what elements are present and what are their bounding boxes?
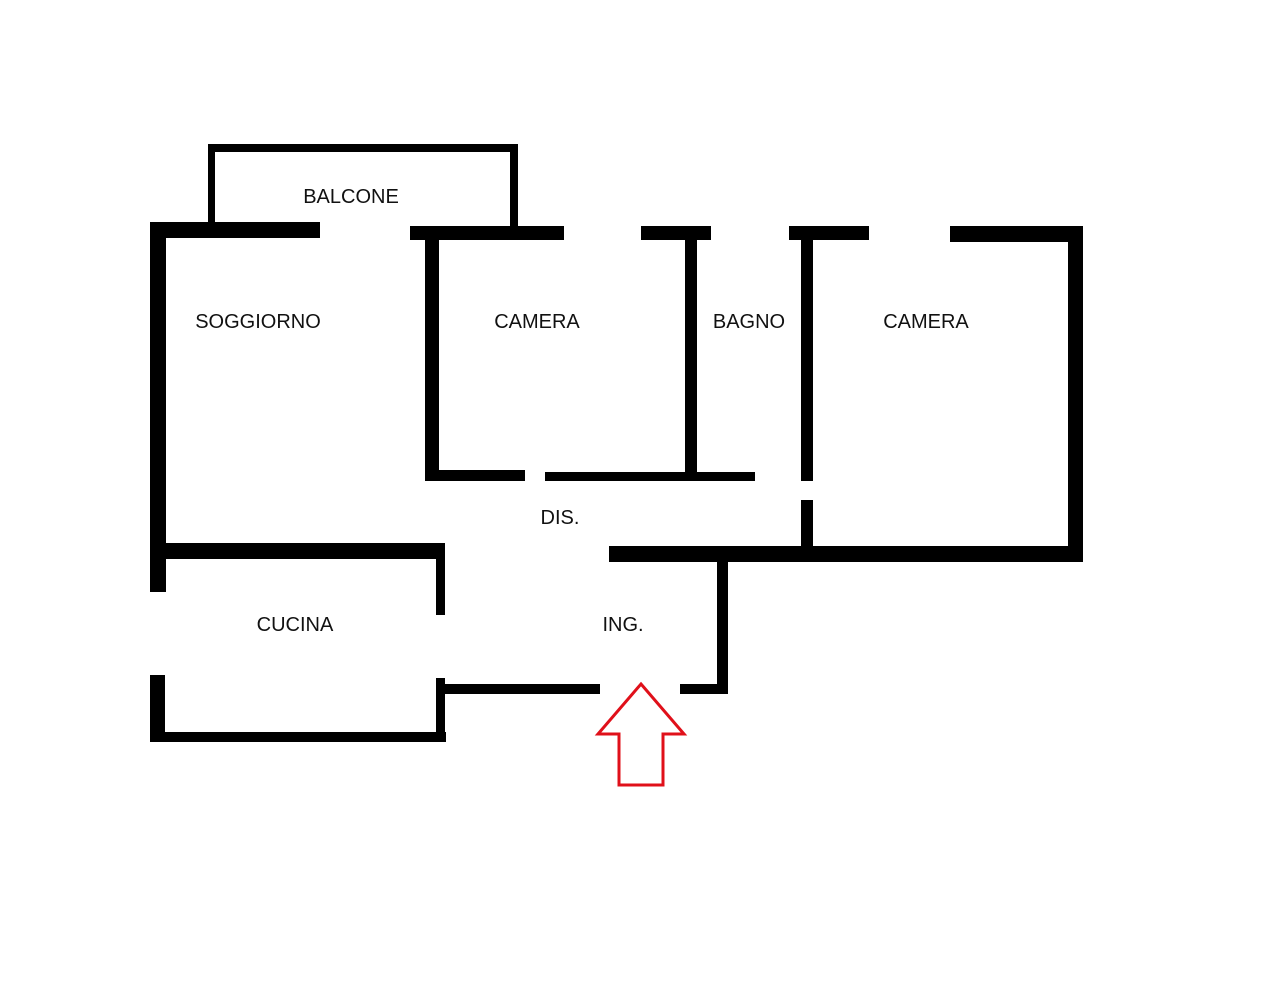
- wall: [717, 546, 1083, 562]
- wall: [680, 684, 728, 694]
- wall: [150, 222, 320, 238]
- wall: [685, 226, 697, 481]
- wall: [510, 144, 518, 226]
- wall: [208, 144, 518, 152]
- wall: [1068, 226, 1083, 562]
- wall: [436, 553, 445, 615]
- balcony-walls: [208, 144, 518, 226]
- room-label-bagno: BAGNO: [713, 311, 785, 333]
- bedroom-2-walls: [717, 226, 1083, 562]
- wall: [410, 226, 564, 240]
- wall: [801, 500, 813, 550]
- entrance-walls: [436, 546, 728, 694]
- bedroom-1-walls: [425, 226, 755, 481]
- wall: [150, 222, 166, 592]
- left-walls: [150, 222, 166, 741]
- wall: [801, 226, 813, 481]
- wall: [150, 675, 165, 741]
- room-label-balcone: BALCONE: [303, 186, 399, 208]
- room-label-soggiorno: SOGGIORNO: [195, 311, 321, 333]
- wall: [425, 226, 439, 481]
- wall: [641, 226, 711, 240]
- wall: [150, 543, 445, 559]
- wall: [208, 144, 215, 226]
- wall: [609, 546, 727, 562]
- room-label-disimpegno: DIS.: [541, 507, 580, 529]
- entry-arrow-icon: [594, 681, 688, 787]
- wall: [717, 560, 728, 694]
- room-label-camera-2: CAMERA: [883, 311, 969, 333]
- kitchen-walls: [150, 553, 446, 742]
- room-label-ingresso: ING.: [602, 614, 643, 636]
- wall: [436, 678, 445, 742]
- wall: [436, 684, 600, 694]
- top-walls: [150, 222, 1083, 242]
- room-label-cucina: CUCINA: [257, 614, 334, 636]
- wall: [545, 472, 755, 481]
- wall: [425, 470, 525, 481]
- wall: [950, 226, 1083, 242]
- wall: [150, 732, 446, 742]
- room-label-camera-1: CAMERA: [494, 311, 580, 333]
